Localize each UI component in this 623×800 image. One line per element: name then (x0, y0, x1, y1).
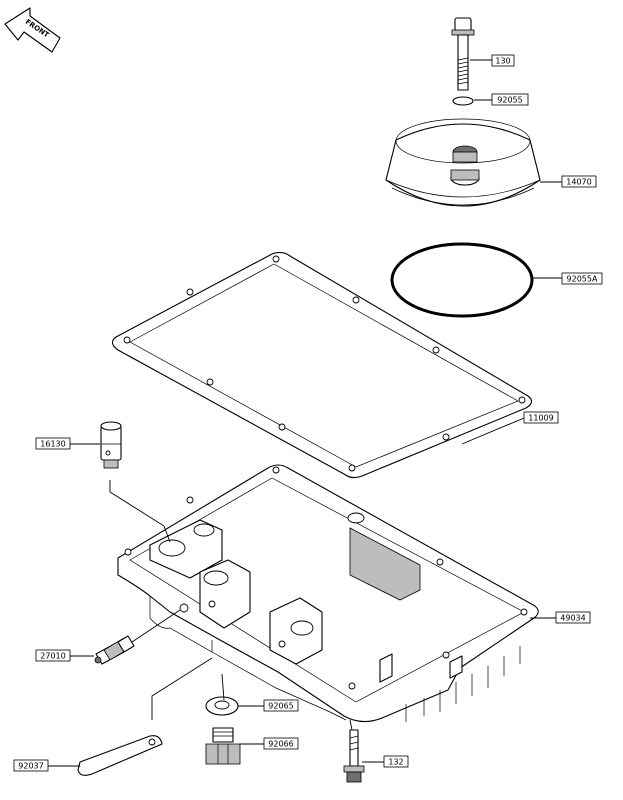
oring-92055a-part (390, 242, 534, 318)
part-number-92065: 92065 (268, 702, 293, 711)
drain-plug-92066-part (205, 727, 241, 765)
gasket-11009-part (111, 251, 533, 479)
callout-92037: 92037 (13, 759, 49, 772)
oring-92055-part (452, 96, 474, 106)
front-arrow-icon (4, 7, 61, 53)
callout-92066: 92066 (263, 737, 299, 750)
part-number-14070: 14070 (566, 178, 591, 187)
callout-49034: 49034 (555, 611, 591, 624)
bolt-130-part (451, 17, 475, 91)
callout-16130: 16130 (35, 437, 71, 450)
plate-92037-part (77, 735, 163, 776)
callout-132: 132 (383, 755, 409, 768)
fitting-16130-part (100, 421, 122, 469)
leader-lines (48, 59, 562, 767)
oil-pressure-switch-27010-part (94, 635, 135, 665)
part-number-130: 130 (495, 57, 510, 66)
callout-92065: 92065 (263, 699, 299, 712)
callout-130: 130 (491, 54, 515, 67)
part-number-16130: 16130 (40, 440, 65, 449)
part-number-132: 132 (388, 758, 403, 767)
part-number-92037: 92037 (18, 762, 43, 771)
callout-14070: 14070 (561, 175, 597, 188)
washer-92065-part (205, 696, 239, 716)
callout-92055: 92055 (491, 93, 529, 106)
part-number-92055: 92055 (497, 96, 522, 105)
bolt-132-part (343, 729, 365, 783)
part-number-49034: 49034 (560, 614, 585, 623)
oil-pan-49034-part (117, 464, 539, 723)
filter-cover-14070-part (385, 118, 541, 207)
part-number-92066: 92066 (268, 740, 293, 749)
callout-11009: 11009 (523, 411, 559, 424)
part-number-92055a: 92055A (567, 275, 598, 284)
callout-27010: 27010 (35, 649, 71, 662)
part-number-27010: 27010 (40, 652, 65, 661)
part-number-11009: 11009 (528, 414, 553, 423)
callout-92055a: 92055A (561, 272, 603, 285)
front-arrow-badge: FRONT (4, 7, 61, 53)
